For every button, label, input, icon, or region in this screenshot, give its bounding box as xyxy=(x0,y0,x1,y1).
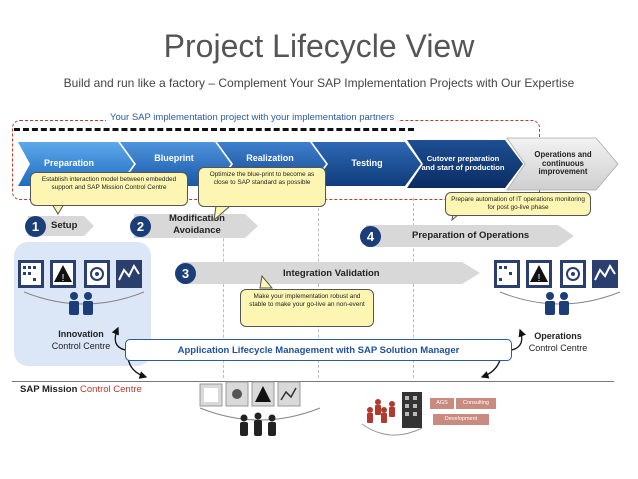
monitor-chart-icon xyxy=(592,260,618,288)
dashboard-icon xyxy=(18,260,44,288)
network-icon xyxy=(225,381,249,407)
arrow-operations-right xyxy=(511,328,526,351)
step-number-1: 1 xyxy=(25,216,46,237)
phase-testing: Testing xyxy=(351,157,383,168)
phase-chevron-operations xyxy=(506,137,619,191)
callout-interaction-model: Establish interaction model between embe… xyxy=(30,172,188,206)
step-label-setup: Setup xyxy=(51,220,78,231)
innovation-centre-subtitle: Control Centre xyxy=(51,341,111,352)
innovation-centre-caption: Innovation Control Centre xyxy=(30,328,132,352)
page-title: Project Lifecycle View xyxy=(163,28,475,64)
phase-realization: Realization xyxy=(246,152,294,163)
step-bar-preparation-ops xyxy=(366,225,574,247)
arrow-down-right xyxy=(480,359,501,379)
tag-development: Development xyxy=(433,414,489,425)
monitor-chart-icon xyxy=(116,260,142,288)
step-bar-integration xyxy=(182,262,480,284)
step-label-integration: Integration Validation xyxy=(283,268,380,279)
operations-centre-illustration: ! xyxy=(494,260,621,315)
callout-blueprint: Optimize the blue-print to become as clo… xyxy=(198,167,326,207)
innovation-centre-title: Innovation xyxy=(58,329,104,339)
building-icon xyxy=(402,392,422,428)
warning-icon: ! xyxy=(50,260,76,288)
step-label-modification: Modification Avoidance xyxy=(169,213,225,237)
mission-divider xyxy=(12,381,614,382)
mission-label-part2: Control Centre xyxy=(80,384,142,395)
dashboard-icon xyxy=(199,383,223,407)
monitor-chart-icon xyxy=(277,381,301,407)
operations-centre-caption: Operations Control Centre xyxy=(508,330,608,354)
warning-icon: ! xyxy=(526,260,552,288)
mission-label-part1: SAP Mission xyxy=(20,384,81,395)
mission-control-label: SAP Mission Control Centre xyxy=(20,384,142,395)
step-number-4: 4 xyxy=(360,226,381,247)
phase-operations: Operations and continuous improvement xyxy=(534,149,592,177)
frame-accent-line xyxy=(14,128,414,131)
organisation-illustration xyxy=(361,392,423,436)
warning-icon xyxy=(251,381,275,407)
phase-chevron-cutover xyxy=(407,140,523,188)
people-icon xyxy=(240,412,276,436)
phase-cutover: Cutover preparation and start of product… xyxy=(421,154,505,172)
operations-centre-title: Operations xyxy=(534,331,582,341)
arrow-innovation-left xyxy=(111,326,126,351)
callout-automation: Prepare automation of IT operations moni… xyxy=(445,192,591,216)
tag-consulting: Consulting xyxy=(456,398,496,409)
network-icon xyxy=(560,260,586,288)
alm-solution-manager-bar: Application Lifecycle Management with SA… xyxy=(125,339,512,361)
svg-text:!: ! xyxy=(62,273,65,284)
dashboard-icon xyxy=(494,260,520,288)
step-label-preparation-operations: Preparation of Operations xyxy=(412,230,530,241)
mission-centre-illustration xyxy=(199,381,321,436)
guide-line xyxy=(223,198,224,378)
people-group-icon xyxy=(367,399,395,423)
guide-line xyxy=(413,198,414,378)
step-number-2: 2 xyxy=(130,216,151,237)
page-subtitle: Build and run like a factory – Complemen… xyxy=(63,76,575,90)
project-frame-label: Your SAP implementation project with you… xyxy=(106,112,399,123)
operations-centre-subtitle: Control Centre xyxy=(528,343,588,354)
guide-line xyxy=(318,198,319,378)
svg-text:!: ! xyxy=(538,273,541,284)
people-icon xyxy=(545,292,569,315)
step-bar-modification xyxy=(134,214,258,238)
callout-robust: Make your implementation robust and stab… xyxy=(240,289,374,327)
phase-blueprint: Blueprint xyxy=(154,152,194,163)
network-icon xyxy=(84,260,110,288)
phase-preparation: Preparation xyxy=(43,157,94,168)
innovation-centre-illustration: ! xyxy=(18,260,145,315)
people-icon xyxy=(69,292,93,315)
phase-chevron-testing xyxy=(312,142,421,186)
tag-ags: AGS xyxy=(430,398,454,409)
step-number-3: 3 xyxy=(175,263,196,284)
